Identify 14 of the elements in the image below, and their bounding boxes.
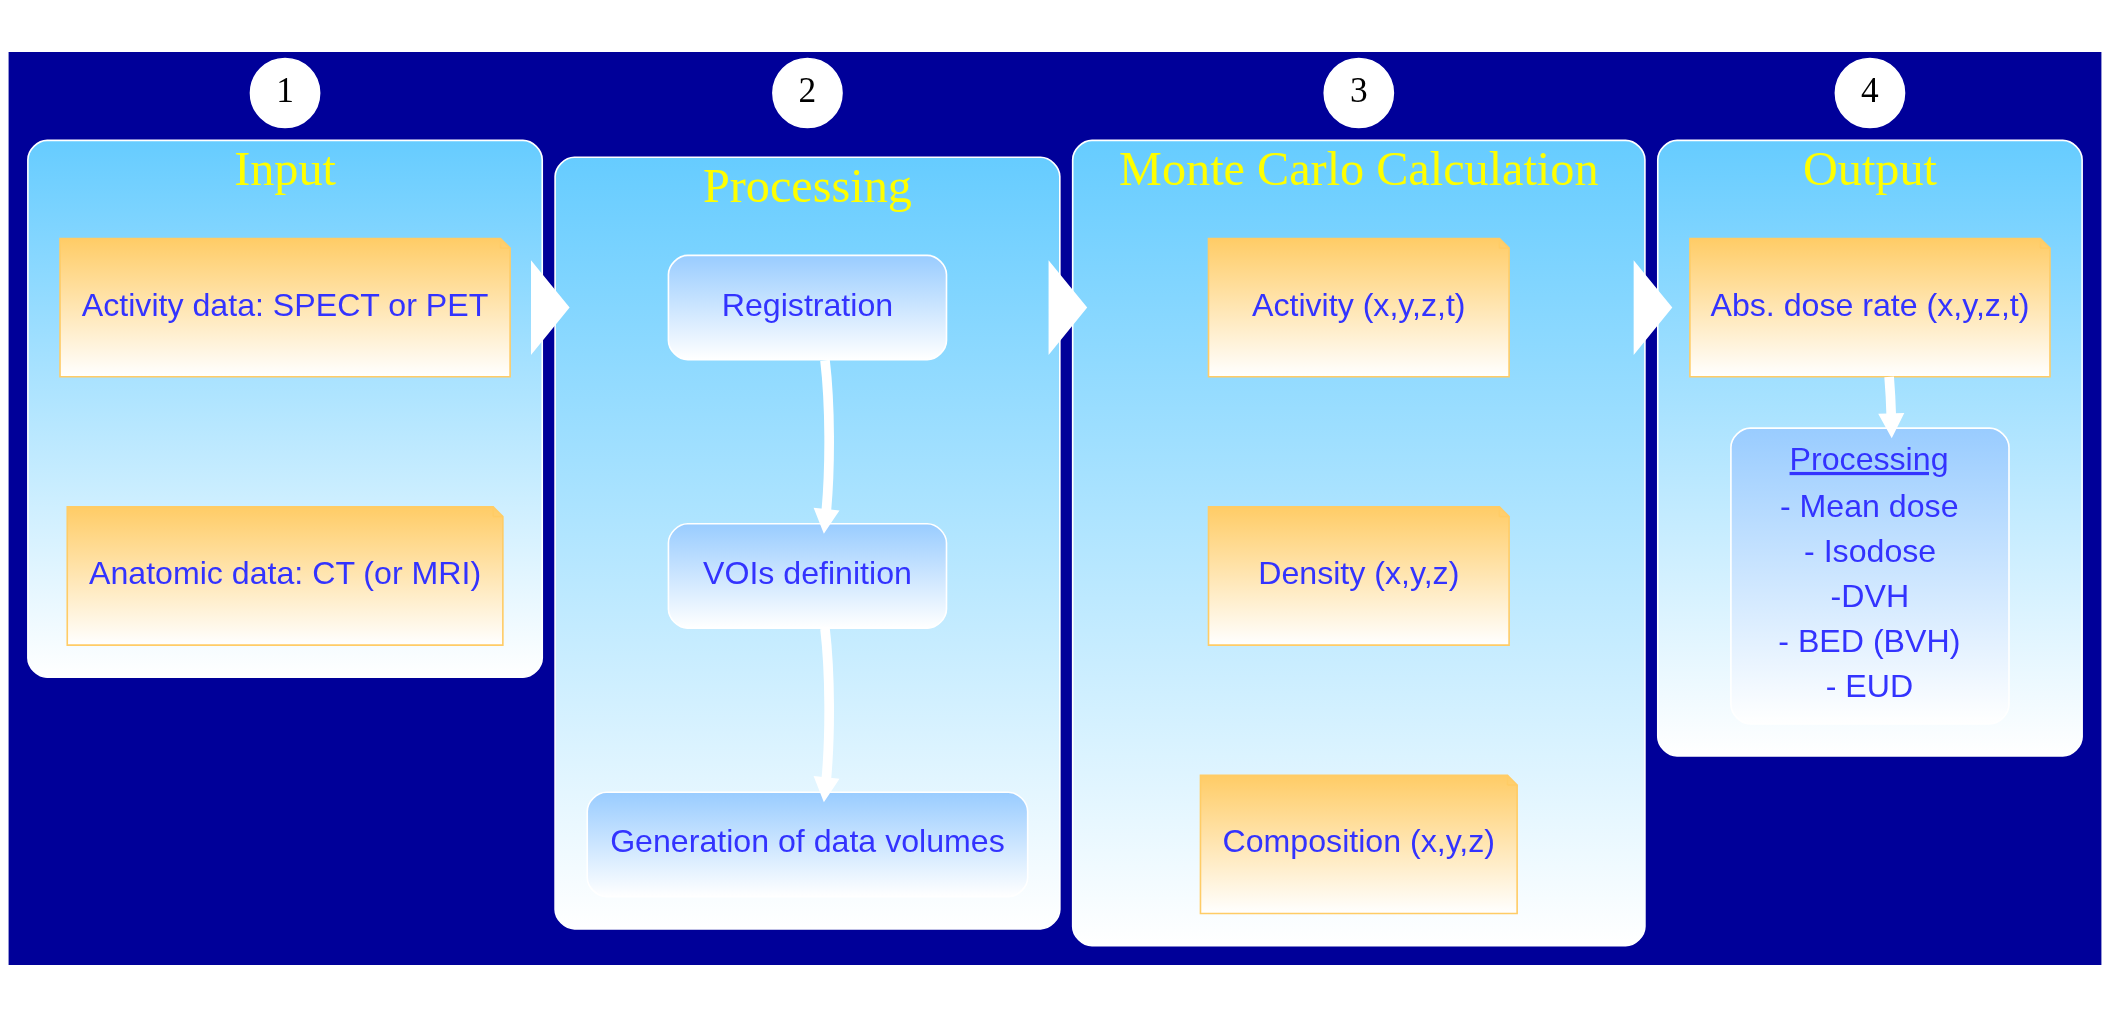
node-box: Processing - Mean dose - Isodose -DVH - BED (BVH) - EUD [1730,427,2010,725]
node-circle: 2 [772,57,843,129]
node-circle: 3 [1323,57,1395,129]
arrow [1633,260,1673,355]
arrow [813,359,840,534]
arrow [1878,376,1905,439]
arrow [530,260,570,355]
node-circle: 4 [1834,57,1906,129]
arrow [1048,260,1088,355]
arrow [813,628,840,803]
node-box: VOIs definition [667,522,948,630]
node-circle: 1 [249,57,321,129]
node-box: Generation of data volumes [586,791,1029,898]
node-box: Registration [667,254,948,361]
